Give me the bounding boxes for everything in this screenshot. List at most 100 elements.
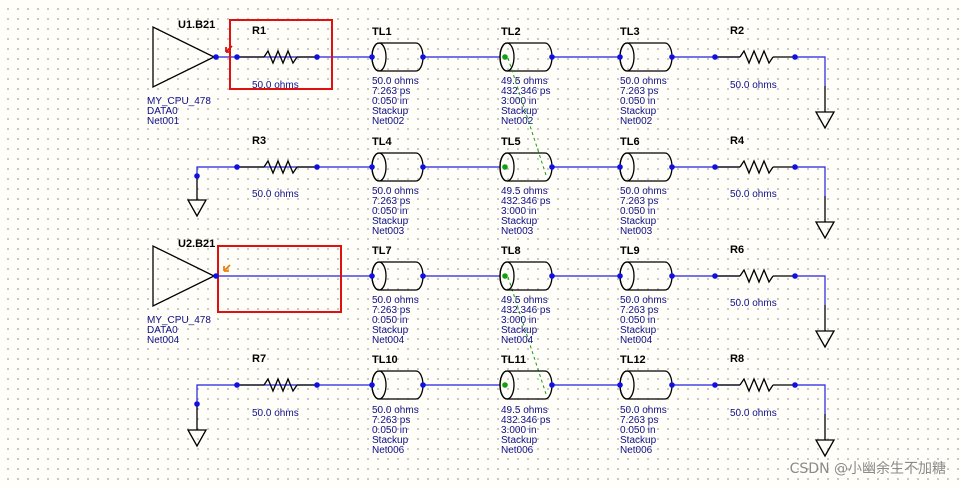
driver-u2[interactable]: U2.B21 MY_CPU_478 DATA0 Net004 bbox=[147, 238, 216, 346]
tline-length: 0.050 in bbox=[620, 425, 656, 436]
resistor-value: 50.0 ohms bbox=[730, 80, 777, 91]
tline-stackup: Stackup bbox=[372, 435, 409, 446]
tline-net: Net006 bbox=[372, 445, 405, 456]
highlight-box bbox=[217, 245, 342, 313]
resistor-r2[interactable]: R2 50.0 ohms bbox=[715, 25, 795, 91]
tline-length: 3.000 in bbox=[501, 315, 537, 326]
tline-net: Net003 bbox=[501, 226, 534, 237]
tline-tl6[interactable]: TL6 50.0 ohms 7.263 ps 0.050 in Stackup … bbox=[619, 136, 673, 237]
tline-net: Net002 bbox=[372, 116, 405, 127]
resistor-ref: R1 bbox=[252, 25, 266, 37]
tline-length: 0.050 in bbox=[372, 96, 408, 107]
tline-impedance: 49.5 ohms bbox=[501, 295, 548, 306]
tline-tl3[interactable]: TL3 50.0 ohms 7.263 ps 0.050 in Stackup … bbox=[619, 26, 673, 127]
tline-stackup: Stackup bbox=[501, 435, 538, 446]
tline-ref: TL3 bbox=[620, 26, 640, 38]
resistor-value: 50.0 ohms bbox=[730, 189, 777, 200]
resistor-value: 50.0 ohms bbox=[252, 189, 299, 200]
tline-length: 3.000 in bbox=[501, 96, 537, 107]
row-net003: R3 50.0 ohms TL4 50.0 ohms 7.263 ps 0.05… bbox=[186, 135, 836, 240]
tline-tl11[interactable]: TL11 49.5 ohms 432.346 ps 3.000 in Stack… bbox=[499, 354, 553, 456]
tline-stackup: Stackup bbox=[620, 106, 657, 117]
row-net002: U1.B21 MY_CPU_478 DATA0 Net001 R1 50.0 o… bbox=[147, 19, 836, 130]
tline-net: Net006 bbox=[620, 445, 653, 456]
resistor-r7[interactable]: R7 50.0 ohms bbox=[237, 353, 317, 419]
tline-stackup: Stackup bbox=[372, 216, 409, 227]
tline-tl1[interactable]: TL1 50.0 ohms 7.263 ps 0.050 in Stackup … bbox=[371, 26, 424, 127]
tline-impedance: 49.5 ohms bbox=[501, 76, 548, 87]
tline-tl12[interactable]: TL12 50.0 ohms 7.263 ps 0.050 in Stackup… bbox=[619, 354, 673, 456]
resistor-ref: R6 bbox=[730, 244, 744, 256]
tline-impedance: 50.0 ohms bbox=[620, 76, 667, 87]
driver-ref: U1.B21 bbox=[178, 19, 215, 31]
tline-delay: 7.263 ps bbox=[620, 305, 658, 316]
driver-u1[interactable]: U1.B21 MY_CPU_478 DATA0 Net001 bbox=[147, 19, 216, 127]
tline-stackup: Stackup bbox=[620, 435, 657, 446]
tline-length: 0.050 in bbox=[620, 206, 656, 217]
resistor-symbol bbox=[263, 377, 298, 393]
buffer-symbol bbox=[152, 25, 216, 89]
resistor-r3[interactable]: R3 50.0 ohms bbox=[237, 135, 317, 200]
resistor-value: 50.0 ohms bbox=[730, 298, 777, 309]
tline-delay: 7.263 ps bbox=[620, 86, 658, 97]
resistor-r8[interactable]: R8 50.0 ohms bbox=[715, 353, 795, 419]
driver-pin: DATA0 bbox=[147, 106, 178, 117]
ground-symbol bbox=[814, 414, 836, 458]
ground-symbol bbox=[186, 404, 208, 448]
ground-symbol bbox=[814, 196, 836, 240]
resistor-ref: R4 bbox=[730, 135, 745, 147]
ground-symbol bbox=[814, 305, 836, 349]
tline-tl8[interactable]: TL8 49.5 ohms 432.346 ps 3.000 in Stacku… bbox=[499, 245, 553, 346]
tline-length: 0.050 in bbox=[372, 425, 408, 436]
tline-stackup: Stackup bbox=[501, 325, 538, 336]
resistor-r4[interactable]: R4 50.0 ohms bbox=[715, 135, 795, 200]
driver-net: Net004 bbox=[147, 335, 180, 346]
tline-length: 0.050 in bbox=[372, 315, 408, 326]
tline-tl2[interactable]: TL2 49.5 ohms 432.346 ps 3.000 in Stacku… bbox=[499, 26, 553, 127]
row-net006: R7 50.0 ohms TL10 50.0 ohms 7.263 ps 0.0… bbox=[186, 353, 836, 458]
tline-net: Net002 bbox=[501, 116, 534, 127]
tline-tl4[interactable]: TL4 50.0 ohms 7.263 ps 0.050 in Stackup … bbox=[371, 136, 424, 237]
resistor-r6[interactable]: R6 50.0 ohms bbox=[715, 244, 795, 309]
tline-length: 0.050 in bbox=[372, 206, 408, 217]
tline-tl5[interactable]: TL5 49.5 ohms 432.346 ps 3.000 in Stacku… bbox=[499, 136, 553, 237]
resistor-value: 50.0 ohms bbox=[252, 408, 299, 419]
resistor-r1[interactable]: R1 50.0 ohms bbox=[237, 25, 317, 91]
ground-symbol bbox=[186, 176, 208, 218]
highlight-box bbox=[229, 19, 333, 90]
resistor-symbol bbox=[263, 159, 298, 175]
driver-model: MY_CPU_478 bbox=[147, 315, 211, 326]
wire bbox=[795, 275, 826, 305]
tline-stackup: Stackup bbox=[501, 216, 538, 227]
tline-net: Net004 bbox=[372, 335, 405, 346]
tline-impedance: 50.0 ohms bbox=[372, 76, 419, 87]
probe-arrow-icon[interactable] bbox=[223, 264, 231, 272]
driver-ref: U2.B21 bbox=[178, 238, 215, 250]
tline-delay: 432.346 ps bbox=[501, 86, 551, 97]
tline-net: Net006 bbox=[501, 445, 534, 456]
tline-ref: TL7 bbox=[372, 245, 392, 257]
resistor-value: 50.0 ohms bbox=[730, 408, 777, 419]
tline-tl9[interactable]: TL9 50.0 ohms 7.263 ps 0.050 in Stackup … bbox=[619, 245, 673, 346]
resistor-value: 50.0 ohms bbox=[252, 80, 299, 91]
tline-ref: TL9 bbox=[620, 245, 640, 257]
tline-impedance: 49.5 ohms bbox=[501, 405, 548, 416]
tline-ref: TL2 bbox=[501, 26, 521, 38]
resistor-symbol bbox=[739, 377, 774, 393]
tline-impedance: 50.0 ohms bbox=[620, 295, 667, 306]
coupling-line bbox=[507, 57, 547, 176]
watermark: CSDN @小幽余生不加糖 bbox=[789, 461, 946, 477]
tline-tl10[interactable]: TL10 50.0 ohms 7.263 ps 0.050 in Stackup… bbox=[371, 354, 424, 456]
tline-net: Net004 bbox=[501, 335, 534, 346]
tline-ref: TL8 bbox=[501, 245, 521, 257]
row-net004: U2.B21 MY_CPU_478 DATA0 Net004 TL7 50.0 … bbox=[147, 238, 836, 349]
tline-delay: 7.263 ps bbox=[372, 86, 410, 97]
resistor-ref: R8 bbox=[730, 353, 744, 365]
tline-delay: 7.263 ps bbox=[372, 415, 410, 426]
tline-length: 0.050 in bbox=[620, 315, 656, 326]
tline-tl7[interactable]: TL7 50.0 ohms 7.263 ps 0.050 in Stackup … bbox=[371, 245, 424, 346]
tline-net: Net004 bbox=[620, 335, 653, 346]
tline-length: 3.000 in bbox=[501, 425, 537, 436]
ground-symbol bbox=[814, 86, 836, 130]
